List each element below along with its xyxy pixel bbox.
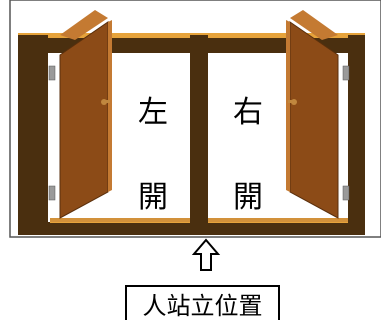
right-door-panel [289, 21, 339, 219]
up-arrow-icon [191, 238, 221, 271]
right-door-label-char1: 右 [233, 95, 263, 130]
left-door-edge [108, 20, 112, 192]
left-door-knob-stem [104, 100, 110, 103]
left-door-label-char2: 開 [138, 180, 168, 215]
cabinet-center-divider [190, 35, 208, 228]
right-door-knob-stem [288, 100, 294, 103]
right-compartment-floor [208, 218, 348, 222]
left-hinge-top [48, 65, 56, 81]
cabinet-bottom-rail [18, 222, 365, 235]
right-door-edge [286, 20, 290, 192]
cabinet-right-top-bevel [290, 10, 338, 40]
right-door-label-char2: 開 [233, 180, 263, 215]
cabinet-right-post [348, 35, 365, 228]
left-compartment-floor [50, 218, 190, 222]
left-hinge-bottom [48, 185, 56, 201]
right-hinge-bottom [342, 185, 350, 201]
standing-position-caption: 人站立位置 [125, 285, 280, 320]
left-door-panel [59, 21, 109, 219]
right-hinge-top [342, 65, 350, 81]
left-door-label-char1: 左 [138, 95, 168, 130]
cabinet-left-top-bevel [60, 10, 108, 40]
cabinet-left-post [18, 35, 48, 228]
